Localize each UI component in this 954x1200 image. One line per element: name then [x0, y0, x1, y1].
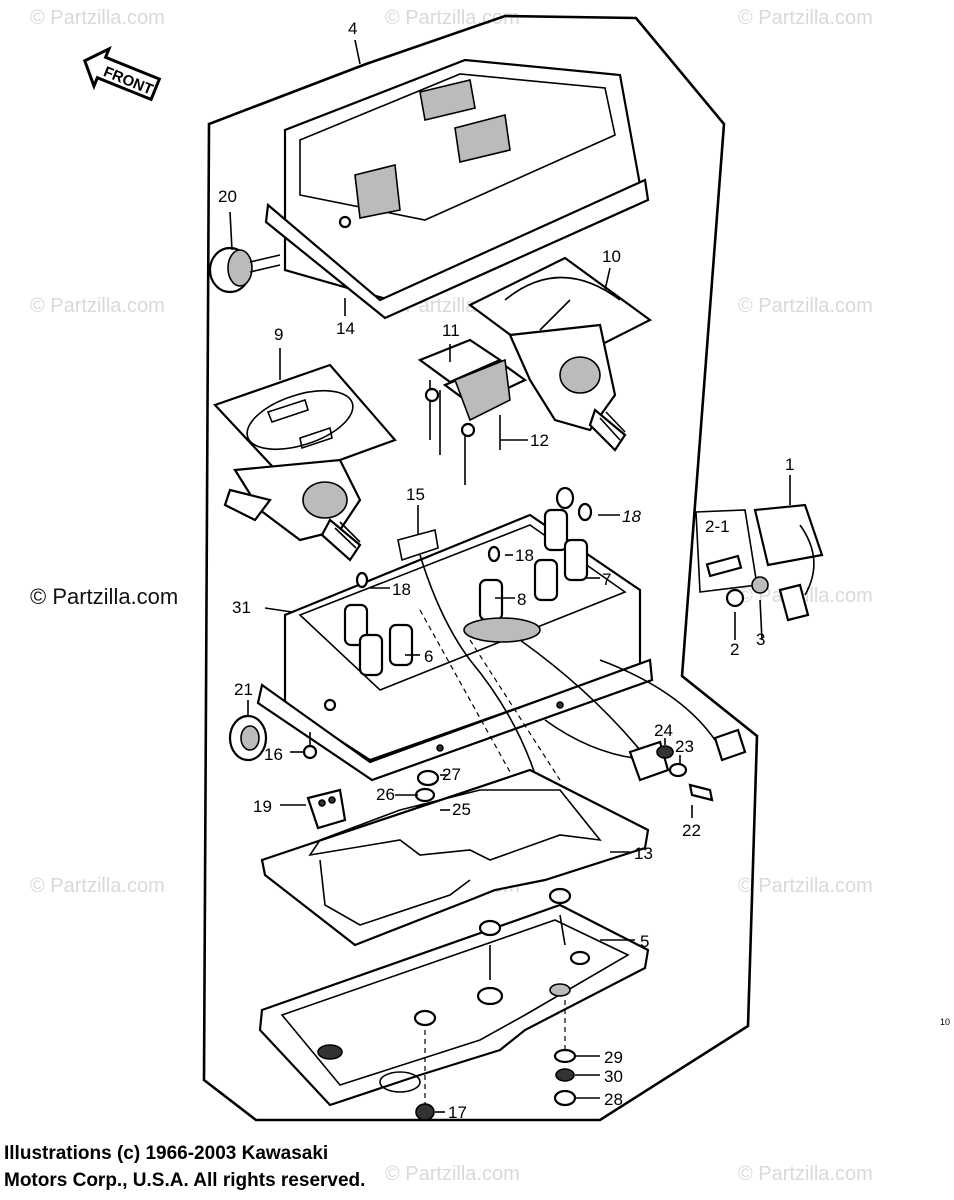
callout-27: 27: [442, 765, 461, 784]
page-number: 10: [940, 1017, 950, 1027]
copyright-line-2: Motors Corp., U.S.A. All rights reserved…: [4, 1170, 366, 1191]
gasket: [260, 768, 650, 947]
callout-15: 15: [406, 485, 425, 504]
watermark: © Partzilla.com: [30, 295, 165, 317]
reset-knob: [208, 246, 281, 294]
speedometer: [213, 363, 397, 562]
callout-31: 31: [232, 598, 251, 617]
leader-lines: [229, 39, 791, 1113]
callout-20: 20: [218, 187, 237, 206]
callout-22: 22: [682, 821, 701, 840]
callout-4: 4: [348, 19, 357, 38]
watermark: © Partzilla.com: [738, 7, 873, 29]
relay-module: [695, 503, 824, 622]
callout-21: 21: [234, 680, 253, 699]
callout-7: 7: [602, 570, 611, 589]
rubber-block: [306, 788, 347, 830]
callout-24: 24: [654, 721, 673, 740]
callout-26: 26: [376, 785, 395, 804]
callout-14: 14: [336, 319, 355, 338]
watermark: © Partzilla.com: [738, 1163, 873, 1185]
callout-18-left: 18: [392, 580, 411, 599]
callout-28: 28: [604, 1090, 623, 1109]
copyright-line-1: Illustrations (c) 1966-2003 Kawasaki: [4, 1143, 329, 1164]
callout-18-middle: 18: [515, 546, 534, 565]
copyright-notice: Illustrations (c) 1966-2003 Kawasaki Mot…: [4, 1140, 524, 1194]
grommet: [228, 714, 318, 762]
callout-3: 3: [756, 630, 765, 649]
callout-6: 6: [424, 647, 433, 666]
callout-5: 5: [640, 932, 649, 951]
callout-2: 2: [730, 640, 739, 659]
callout-13: 13: [634, 844, 653, 863]
callout-25: 25: [452, 800, 471, 819]
boundary-frame: [202, 14, 759, 1122]
callout-17: 17: [448, 1103, 467, 1122]
callout-11: 11: [442, 321, 460, 340]
bottom-plate: [258, 887, 650, 1107]
callout-9: 9: [274, 325, 283, 344]
callout-labels: 4 14 20 9 11 10 12 15 18 18 18 8 7 6 31 …: [218, 19, 794, 1122]
nuts: [415, 1000, 577, 1121]
watermark-dark: © Partzilla.com: [30, 584, 178, 609]
callout-19: 19: [253, 797, 272, 816]
callout-1: 1: [785, 455, 794, 474]
front-arrow: FRONT: [82, 45, 162, 102]
callout-23: 23: [675, 737, 694, 756]
indicator-unit: [417, 338, 528, 485]
watermark: © Partzilla.com: [738, 875, 873, 897]
watermark: © Partzilla.com: [385, 1163, 520, 1185]
watermark: © Partzilla.com: [738, 295, 873, 317]
callout-2-1: 2-1: [705, 517, 730, 536]
tachometer: [467, 256, 653, 452]
screw-set: [656, 745, 714, 802]
callout-30: 30: [604, 1067, 623, 1086]
callout-29: 29: [604, 1048, 623, 1067]
callout-10: 10: [602, 247, 621, 266]
callout-12: 12: [530, 431, 549, 450]
watermark: © Partzilla.com: [30, 875, 165, 897]
callout-16: 16: [264, 745, 283, 764]
watermark: © Partzilla.com: [738, 585, 873, 607]
upper-meter-case: [264, 58, 650, 320]
bulb-sockets: [343, 486, 593, 677]
callout-8: 8: [517, 590, 526, 609]
callout-18-top: 18: [622, 507, 641, 526]
lower-meter-case: [256, 513, 654, 782]
watermark: © Partzilla.com: [30, 7, 165, 29]
